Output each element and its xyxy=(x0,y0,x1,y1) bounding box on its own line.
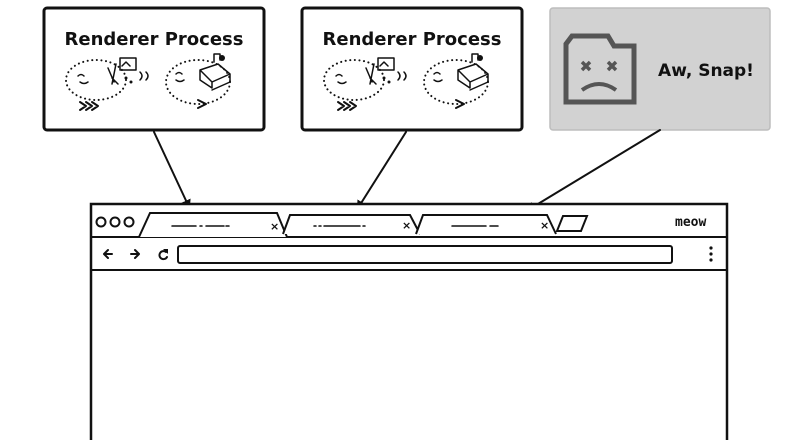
reload-icon[interactable] xyxy=(158,249,168,261)
renderer-character-left-icon xyxy=(65,57,149,111)
arrow-to-tab-1 xyxy=(153,131,191,209)
window-close-control[interactable] xyxy=(95,216,107,228)
renderer-process-box-2: Renderer Process xyxy=(300,6,524,132)
renderer-process-title-2: Renderer Process xyxy=(323,29,502,50)
browser-tab-1[interactable]: × xyxy=(138,212,288,238)
arrow-to-tab-3 xyxy=(526,129,661,212)
renderer-character-left-icon xyxy=(323,57,407,111)
forward-arrow-icon[interactable] xyxy=(130,249,140,259)
address-bar[interactable] xyxy=(177,245,673,264)
browser-tab-2[interactable]: × xyxy=(282,214,421,235)
tab-close-icon-2[interactable]: × xyxy=(402,219,411,232)
renderer-character-right-icon xyxy=(165,53,231,109)
new-tab-button[interactable] xyxy=(555,215,589,232)
arrow-to-tab-2 xyxy=(356,131,407,210)
sad-tab-icon xyxy=(563,33,637,105)
aw-snap-title: Aw, Snap! xyxy=(658,61,754,81)
renderer-process-title-1: Renderer Process xyxy=(65,29,244,50)
renderer-process-box-1: Renderer Process xyxy=(42,6,266,132)
back-arrow-icon[interactable] xyxy=(103,249,113,259)
browser-window: × × × meow xyxy=(89,202,729,440)
window-minimize-control[interactable] xyxy=(109,216,121,228)
window-maximize-control[interactable] xyxy=(123,216,135,228)
profile-menu-label[interactable]: meow xyxy=(675,215,706,230)
browser-tab-3[interactable]: × xyxy=(415,214,557,235)
tab-close-icon-1[interactable]: × xyxy=(270,220,279,233)
crashed-process-box: Aw, Snap! xyxy=(549,7,771,131)
more-vert-icon[interactable] xyxy=(709,246,713,262)
tab-close-icon-3[interactable]: × xyxy=(540,219,549,232)
renderer-character-right-icon xyxy=(423,53,489,109)
